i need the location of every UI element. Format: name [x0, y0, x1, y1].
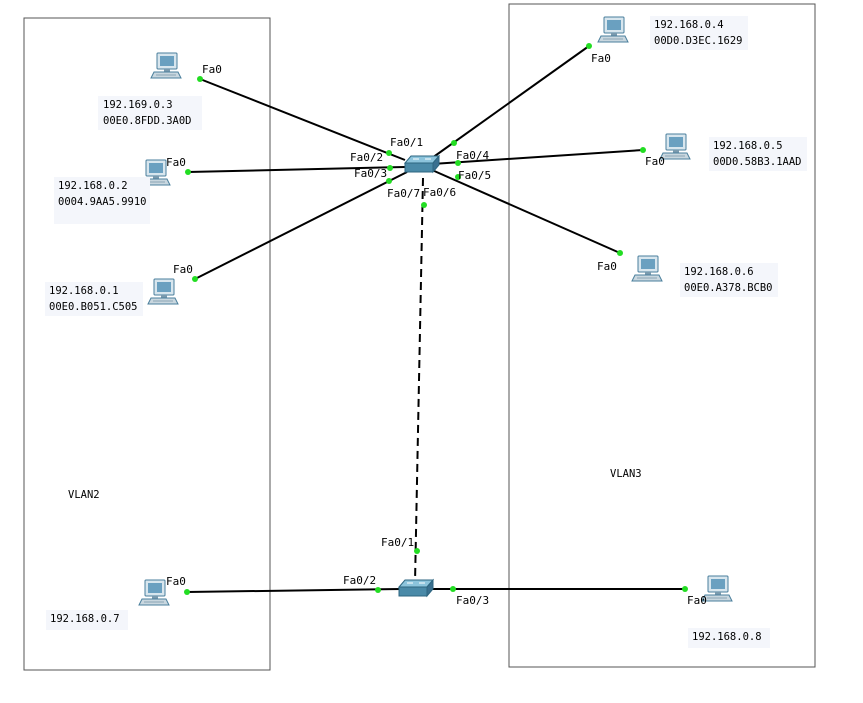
switch-icon[interactable]	[403, 154, 441, 174]
host-mac: 0004.9AA5.9910	[58, 196, 147, 208]
host-ip: 192.168.0.7	[50, 613, 120, 625]
host-ip: 192.168.0.4	[654, 19, 724, 31]
vlan3-zone	[508, 3, 816, 668]
links	[186, 45, 685, 593]
port-label: Fa0	[645, 155, 665, 168]
pc-icon[interactable]	[659, 133, 691, 160]
dot-sw2-fa03	[450, 586, 456, 592]
host-mac: 00E0.8FDD.3A0D	[103, 115, 192, 127]
port-label: Fa0/2	[343, 574, 376, 587]
dot-sw2-fa02	[375, 587, 381, 593]
host-ip: 192.168.0.8	[692, 631, 762, 643]
port-label: Fa0/3	[456, 594, 489, 607]
link-pc1-sw1	[194, 171, 408, 280]
port-label: Fa0	[591, 52, 611, 65]
dot-sw2-fa01	[414, 548, 420, 554]
dot-sw1-fa04	[451, 140, 457, 146]
host-ip: 192.168.0.2	[58, 180, 128, 192]
dot-sw1-fa06	[455, 174, 461, 180]
host-mac: 00E0.A378.BCB0	[684, 282, 773, 294]
vlan2-label: VLAN2	[68, 489, 100, 501]
port-label: Fa0	[166, 575, 186, 588]
link-pc2-sw1	[187, 166, 406, 173]
dot-pc3	[197, 76, 203, 82]
link-pc7-sw2	[186, 588, 403, 593]
switch-port-labels: Fa0/1 Fa0/2 Fa0/3 Fa0/4 Fa0/5 Fa0/6 Fa0/…	[343, 136, 491, 607]
host-mac: 00E0.B051.C505	[49, 301, 138, 313]
dot-sw1-fa05	[455, 160, 461, 166]
pc-icon[interactable]	[150, 52, 182, 79]
port-label: Fa0	[173, 263, 193, 276]
pc-icon[interactable]	[631, 255, 663, 282]
dot-pc6	[617, 250, 623, 256]
dot-pc5	[640, 147, 646, 153]
pc-port-labels: Fa0 Fa0 Fa0 Fa0 Fa0 Fa0 Fa0 Fa0	[166, 52, 707, 607]
dot-pc4	[586, 43, 592, 49]
port-label: Fa0/5	[458, 169, 491, 182]
switch-icon[interactable]	[397, 578, 435, 598]
pc-icon[interactable]	[138, 579, 170, 606]
host-mac: 00D0.D3EC.1629	[654, 35, 743, 47]
port-label: Fa0	[166, 156, 186, 169]
host-ip: 192.168.0.5	[713, 140, 783, 152]
port-label: Fa0/2	[350, 151, 383, 164]
host-labels: 192.169.0.3 00E0.8FDD.3A0D 192.168.0.2 0…	[45, 16, 807, 648]
dot-pc2	[185, 169, 191, 175]
host-ip: 192.168.0.6	[684, 266, 754, 278]
pc-icon[interactable]	[147, 278, 179, 305]
host-ip: 192.168.0.1	[49, 285, 119, 297]
link-pc3-sw1	[199, 78, 406, 161]
port-label: Fa0	[687, 594, 707, 607]
port-label: Fa0	[202, 63, 222, 76]
dot-pc7	[184, 589, 190, 595]
dot-pc1	[192, 276, 198, 282]
pc-icon[interactable]	[701, 575, 733, 602]
host-ip: 192.169.0.3	[103, 99, 173, 111]
port-label: Fa0/1	[390, 136, 423, 149]
dot-sw1-fa01	[386, 150, 392, 156]
vlan3-label: VLAN3	[610, 468, 642, 480]
dot-sw1-fa03	[386, 178, 392, 184]
pc-icon[interactable]	[139, 159, 171, 186]
port-dots	[184, 43, 688, 595]
port-label: Fa0/6	[423, 186, 456, 199]
port-label: Fa0/3	[354, 167, 387, 180]
dot-sw1-fa07	[421, 202, 427, 208]
link-pc5-sw1	[431, 149, 644, 165]
dot-sw1-fa02	[387, 165, 393, 171]
vlan2-zone	[23, 17, 271, 671]
port-label: Fa0/7	[387, 187, 420, 200]
dot-pc8	[682, 586, 688, 592]
link-sw1-sw2	[414, 177, 424, 584]
port-label: Fa0/4	[456, 149, 489, 162]
link-pc6-sw1	[431, 169, 621, 254]
port-label: Fa0/1	[381, 536, 414, 549]
link-pc4-sw1	[431, 45, 590, 159]
host-mac: 00D0.58B3.1AAD	[713, 156, 802, 168]
pc-icon[interactable]	[597, 16, 629, 43]
port-label: Fa0	[597, 260, 617, 273]
